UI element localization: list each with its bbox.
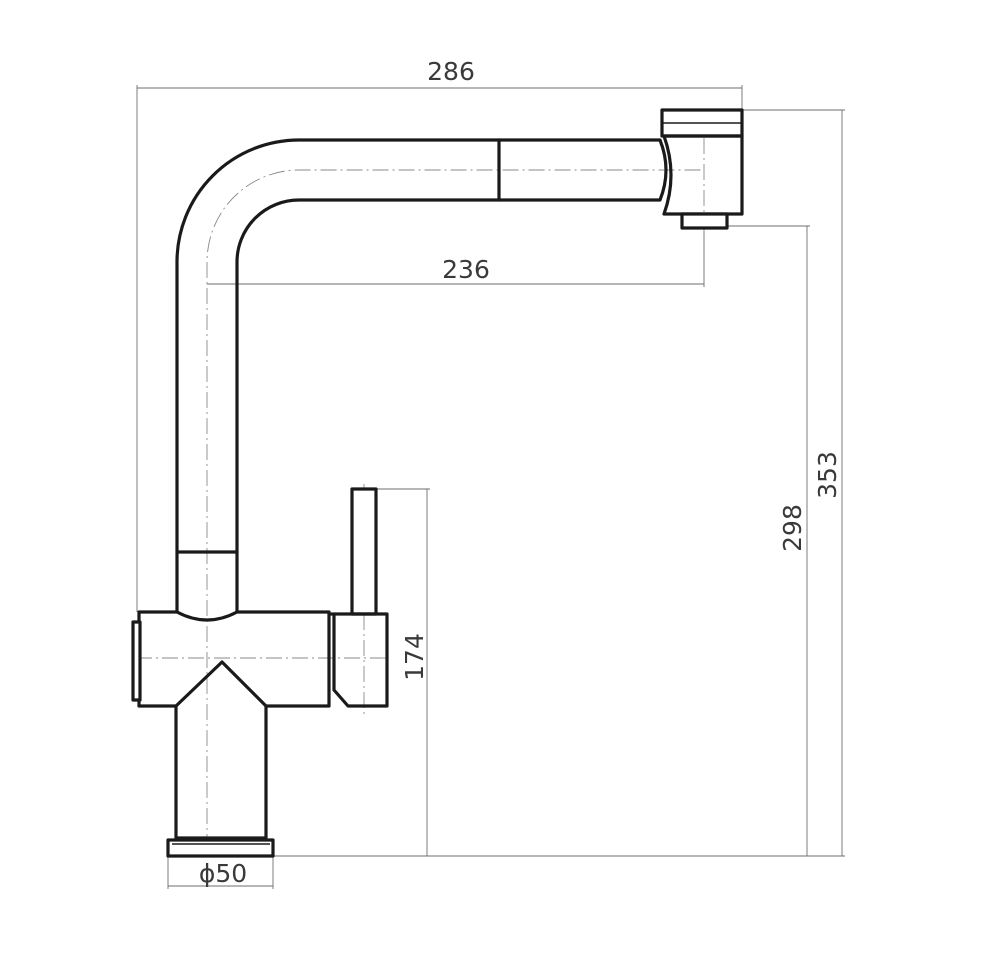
handle-lever <box>350 487 378 616</box>
dim-outlet-height: 298 <box>778 504 807 552</box>
faucet-outline <box>131 108 744 858</box>
dim-handle-height: 174 <box>400 633 429 681</box>
center-lines <box>136 112 705 850</box>
dim-total-reach: 286 <box>427 57 475 86</box>
dimension-lines <box>136 85 845 889</box>
dim-spout-reach: 236 <box>442 255 490 284</box>
dim-total-height: 353 <box>813 451 842 499</box>
dim-base-diameter: ϕ50 <box>199 859 247 888</box>
faucet-base <box>166 838 275 858</box>
spray-outlet <box>680 212 729 230</box>
